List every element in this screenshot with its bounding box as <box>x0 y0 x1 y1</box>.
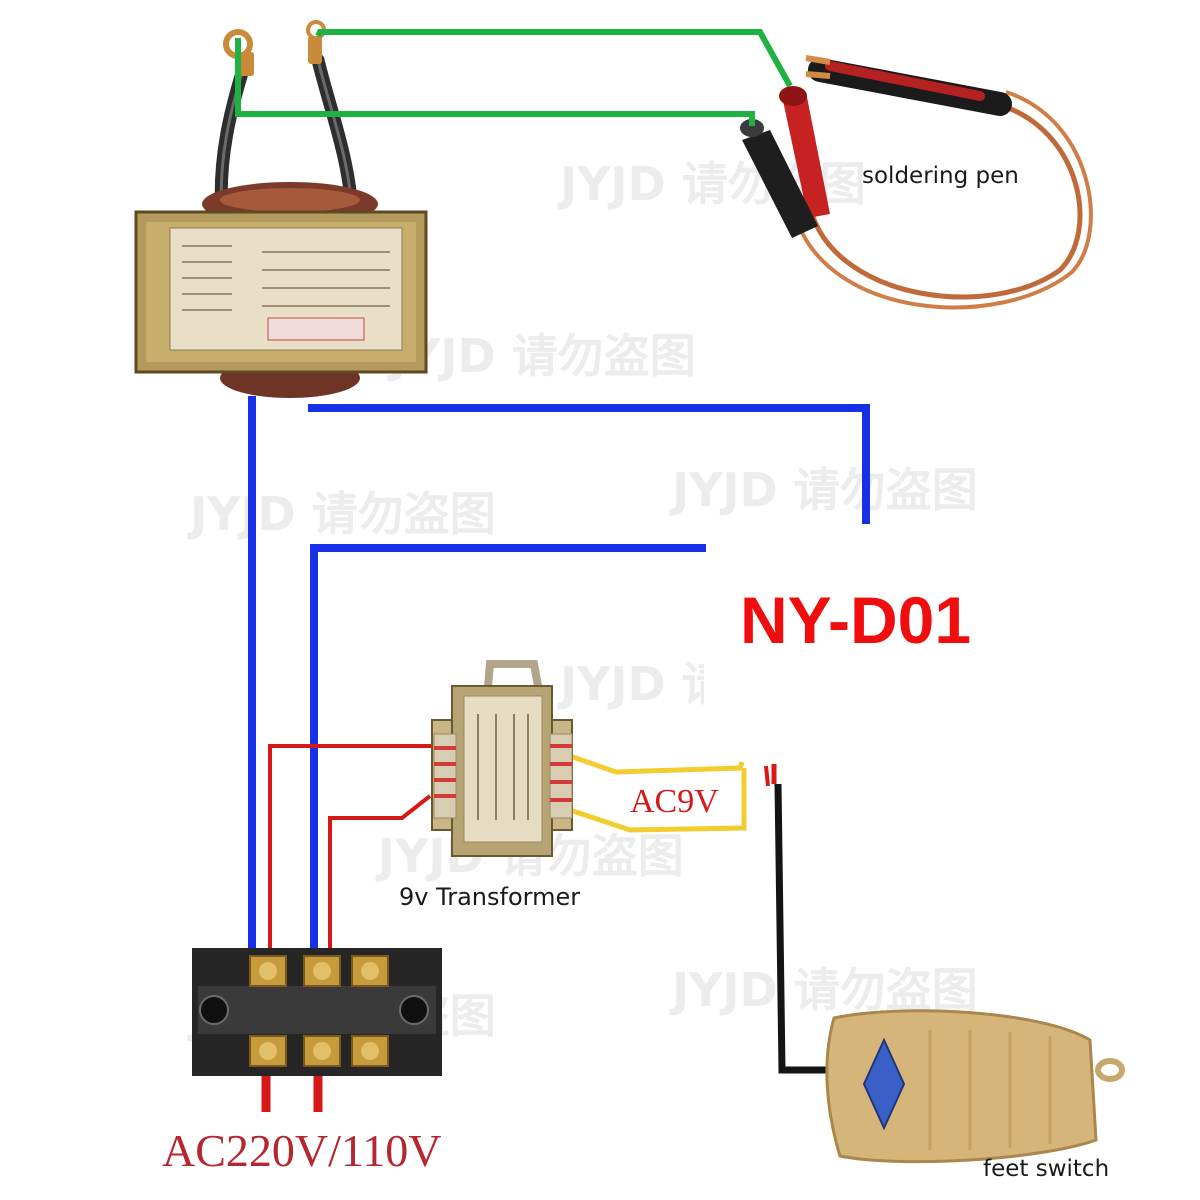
black-wire <box>774 783 830 1074</box>
feet-switch-label: feet switch <box>983 1156 1110 1182</box>
board-red-lead <box>764 765 770 787</box>
transformer-9v <box>431 660 573 857</box>
control-board <box>704 538 1000 756</box>
transformer-9v-label: 9v Transformer <box>399 883 581 911</box>
watermark: JYJD 请勿盗图 <box>669 963 978 1017</box>
soldering-pen-label: soldering pen <box>862 163 1019 189</box>
ac9v-label: AC9V <box>630 783 719 820</box>
terminal-block <box>192 948 442 1076</box>
green-wires <box>235 29 793 126</box>
yellow-wires <box>569 753 747 833</box>
watermark: JYJD 请勿盗图 <box>669 463 978 517</box>
soldering-pen <box>740 55 1093 310</box>
blue-wires <box>248 396 870 972</box>
main-transformer <box>134 20 428 398</box>
foot-switch <box>825 1009 1125 1164</box>
red-wires <box>261 744 777 1112</box>
watermark: JYJD 请勿盗图 <box>387 329 696 383</box>
watermark: JYJD 请勿盗图 <box>187 487 496 541</box>
model-label: NY-D01 <box>740 583 972 657</box>
mains-voltage-label: AC220V/110V <box>162 1125 442 1176</box>
